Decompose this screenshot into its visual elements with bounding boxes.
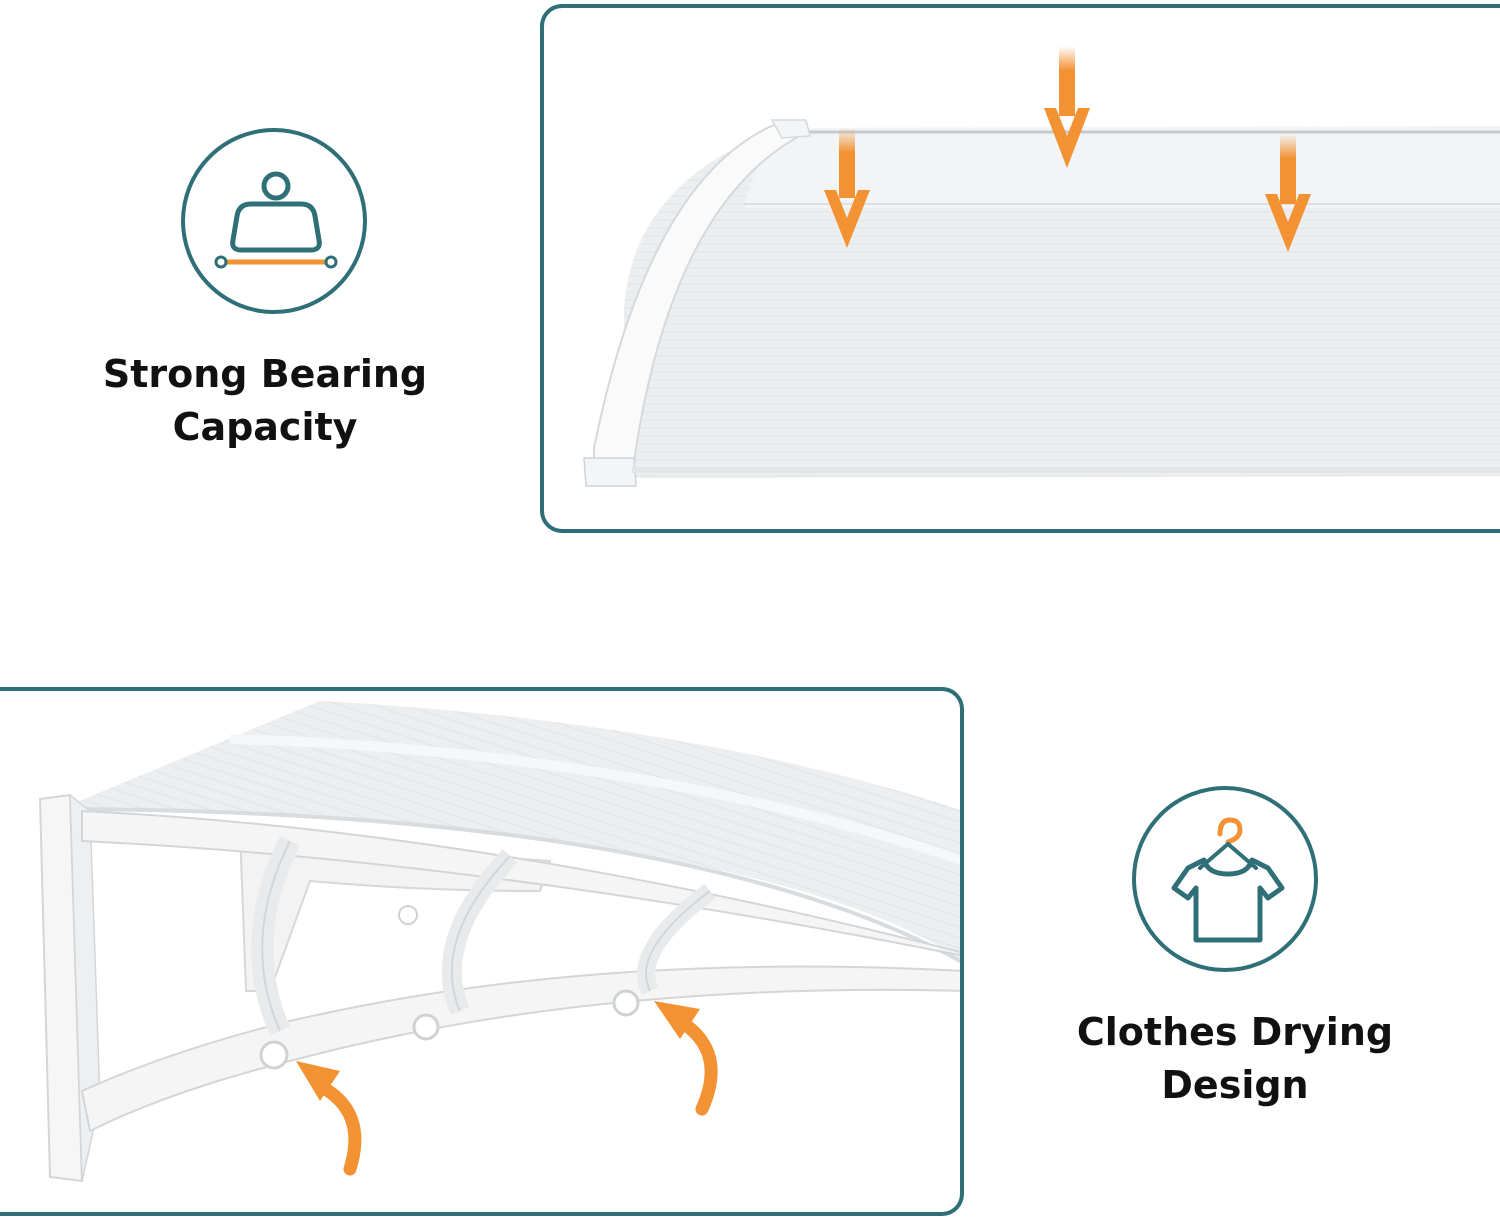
clothes-drying-label: Clothes Drying Design [1076, 1010, 1394, 1107]
clothes-drying-badge [1132, 786, 1318, 972]
load-arrow-left [824, 128, 870, 248]
load-arrow-right [1265, 134, 1311, 252]
bearing-capacity-label: Strong Bearing Capacity [102, 352, 428, 449]
shirt-hanger-icon [1171, 817, 1285, 943]
hook-arrow-right [654, 1001, 718, 1116]
top-product-frame [540, 4, 1500, 533]
weight-icon [214, 171, 338, 269]
bearing-capacity-badge [181, 128, 367, 314]
canopy-bracket-illustration [38, 701, 960, 1183]
hook-arrow-left [296, 1061, 362, 1176]
canopy-panel-illustration [583, 46, 1500, 487]
load-arrow-center [1044, 46, 1090, 168]
bottom-product-frame [0, 687, 964, 1216]
